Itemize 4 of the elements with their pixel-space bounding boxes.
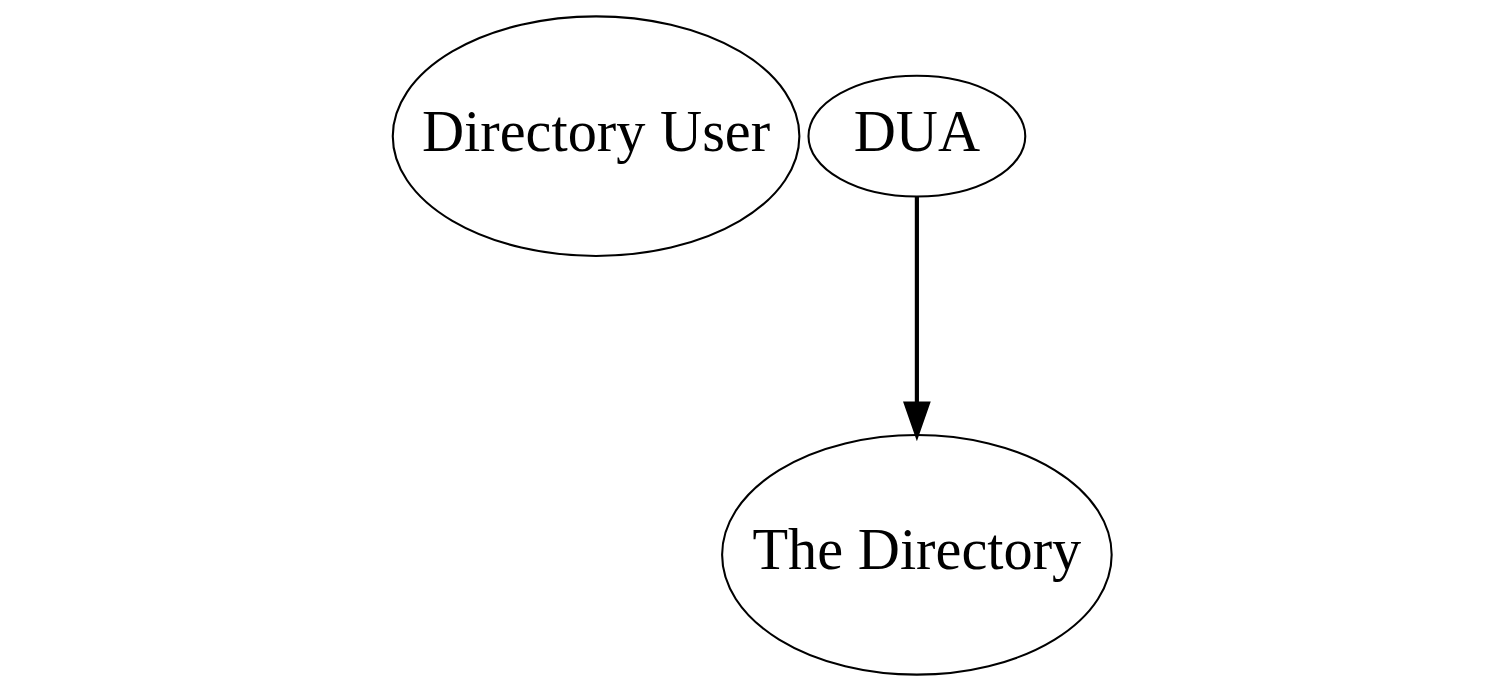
node-ellipse: The Directory bbox=[721, 434, 1113, 676]
arrow bbox=[903, 196, 931, 442]
node-ellipse: Directory User bbox=[391, 15, 801, 257]
node-ellipse: DUA bbox=[807, 74, 1027, 198]
